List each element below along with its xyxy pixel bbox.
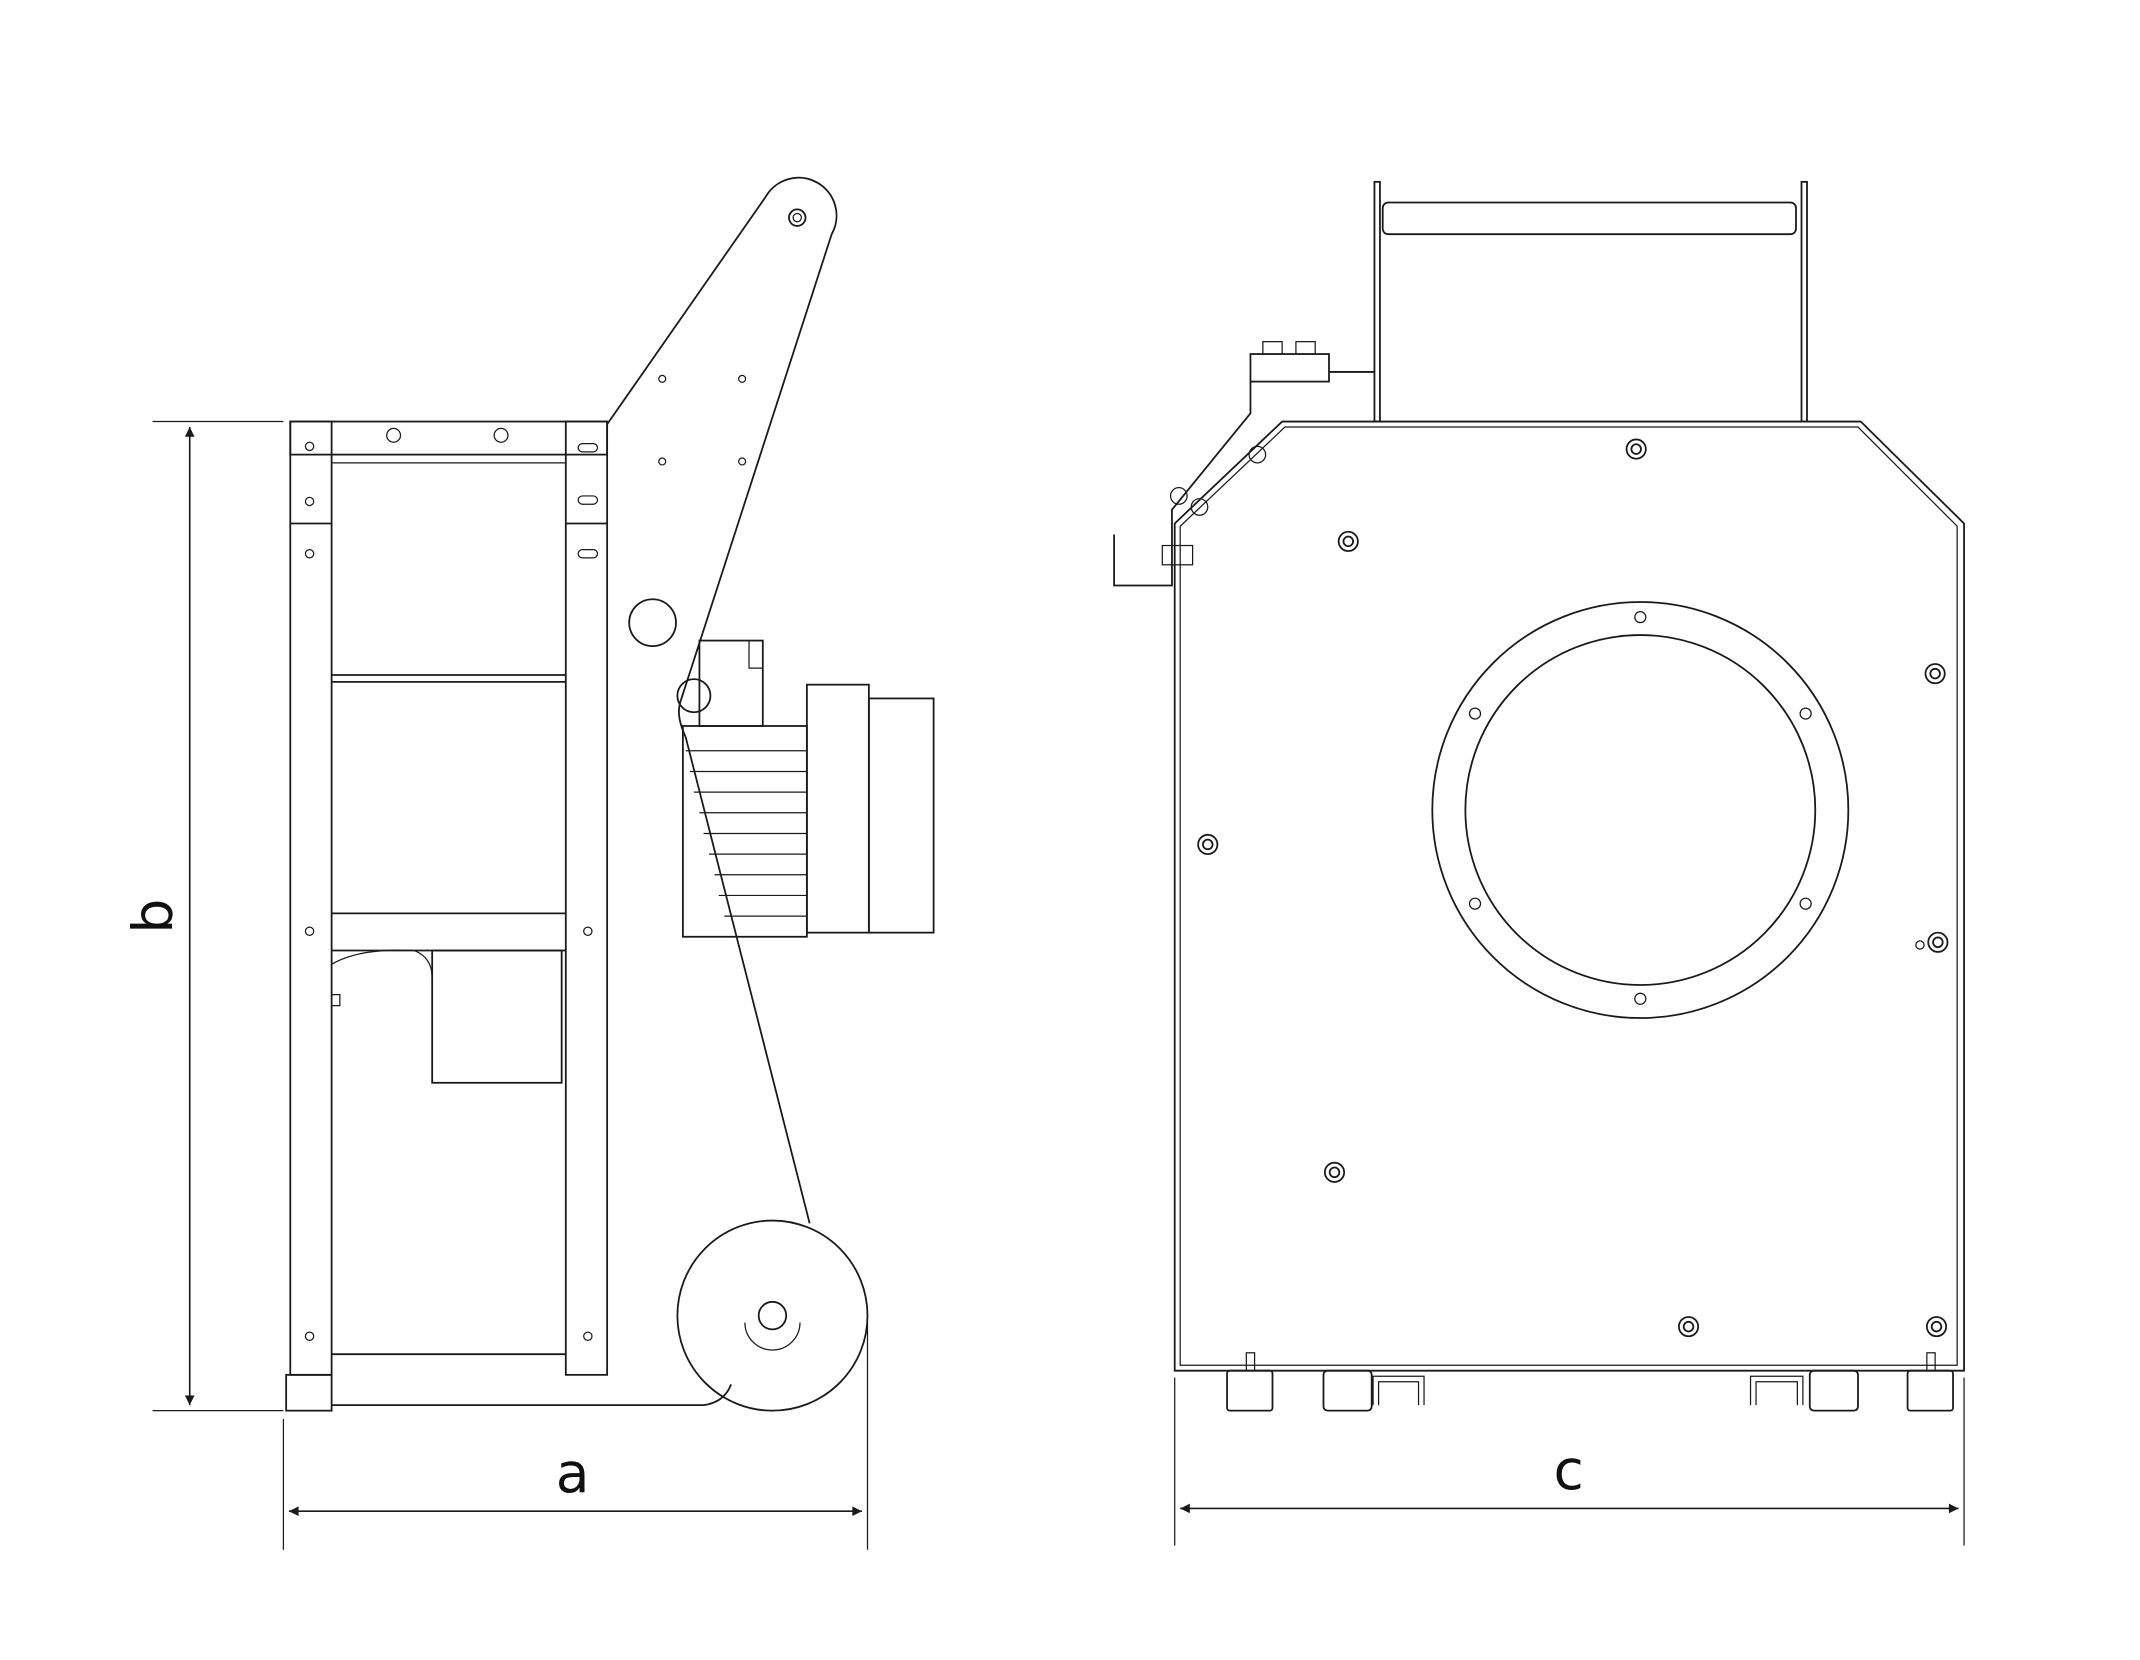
inlet-ring: [1431, 601, 1850, 1019]
feet: [1226, 1352, 1954, 1412]
dimension-label-a: a: [556, 1441, 590, 1505]
frame: [285, 420, 609, 1412]
front-view: c: [1113, 180, 1965, 1546]
mount-bracket: [1113, 341, 1375, 587]
dimension-c: c: [1174, 1377, 1965, 1546]
bolts: [1197, 438, 1949, 1338]
side-arm: [606, 176, 838, 1224]
wheel: [676, 1219, 869, 1412]
housing-body: [1173, 420, 1965, 1372]
motor: [682, 639, 935, 938]
dimension-label-c: c: [1554, 1438, 1584, 1502]
dimension-label-b: b: [121, 899, 185, 934]
side-view: b a: [121, 176, 935, 1550]
access-hole: [628, 598, 677, 647]
handle: [1373, 180, 1808, 423]
dimension-a: a: [282, 1322, 869, 1550]
dimension-b: b: [121, 420, 284, 1412]
